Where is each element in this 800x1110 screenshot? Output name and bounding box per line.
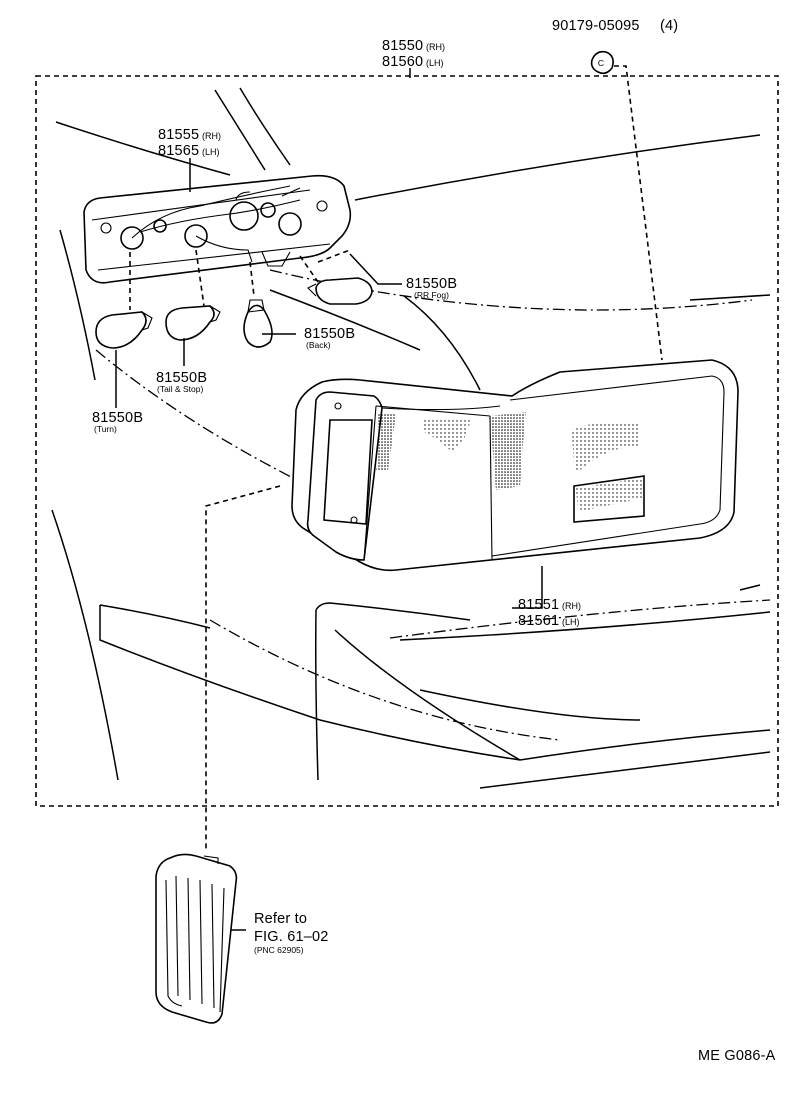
bulb-alignment-lines [129,249,351,310]
clip-mark: C [598,58,604,68]
svg-text:81561: 81561 [518,613,559,629]
bulb-rr-fog [307,277,373,305]
svg-text:90179-05095: 90179-05095 [552,18,640,34]
svg-text:81550B: 81550B [304,326,355,342]
svg-text:(RH): (RH) [426,42,445,52]
assembly-boundary [35,75,779,807]
svg-text:(Tail & Stop): (Tail & Stop) [157,384,203,394]
socket-and-wire-plate [83,174,352,284]
svg-text:FIG. 61–02: FIG. 61–02 [254,929,329,945]
bulb-turn [95,311,153,349]
label-socket-cord: 81555 (RH) 81565 (LH) [158,127,221,159]
svg-text:(RH): (RH) [562,601,581,611]
svg-text:81560: 81560 [382,54,423,70]
svg-text:Refer to: Refer to [254,911,307,927]
lens-body [291,359,739,572]
svg-text:81550B: 81550B [406,276,457,292]
svg-text:(4): (4) [660,18,678,34]
drawing-code: ME G086-A [698,1048,776,1064]
bulb-tail-stop [165,305,221,341]
label-lamp-assy: 81550 (RH) 81560 (LH) [382,38,445,70]
label-bulb-back: 81550B (Back) [304,326,355,350]
label-reference: Refer to FIG. 61–02 (PNC 62905) [254,911,329,955]
svg-text:(Back): (Back) [306,340,331,350]
leader-lines [115,68,543,931]
bulb-back [243,299,273,348]
svg-text:81550B: 81550B [92,410,143,426]
label-bulb-turn: 81550B (Turn) [92,410,143,434]
svg-text:81551: 81551 [518,597,559,613]
svg-text:(Turn): (Turn) [94,424,117,434]
svg-text:(LH): (LH) [562,617,580,627]
svg-text:81550B: 81550B [156,370,207,386]
svg-text:(LH): (LH) [202,147,220,157]
svg-text:(RH): (RH) [202,131,221,141]
svg-text:(RR Fog): (RR Fog) [414,290,449,300]
svg-text:81550: 81550 [382,38,423,54]
svg-text:(PNC 62905): (PNC 62905) [254,945,304,955]
clip-part: C [590,50,663,361]
vehicle-body-outline [51,87,771,789]
reference-grille-part [155,853,238,1024]
svg-text:81555: 81555 [158,127,199,143]
svg-text:81565: 81565 [158,143,199,159]
label-bulb-tail-stop: 81550B (Tail & Stop) [156,370,207,394]
svg-text:(LH): (LH) [426,58,444,68]
label-clip: 90179-05095 (4) [552,18,678,34]
label-bulb-rr-fog: 81550B (RR Fog) [406,276,457,300]
label-lens-body: 81551 (RH) 81561 (LH) [518,597,581,629]
